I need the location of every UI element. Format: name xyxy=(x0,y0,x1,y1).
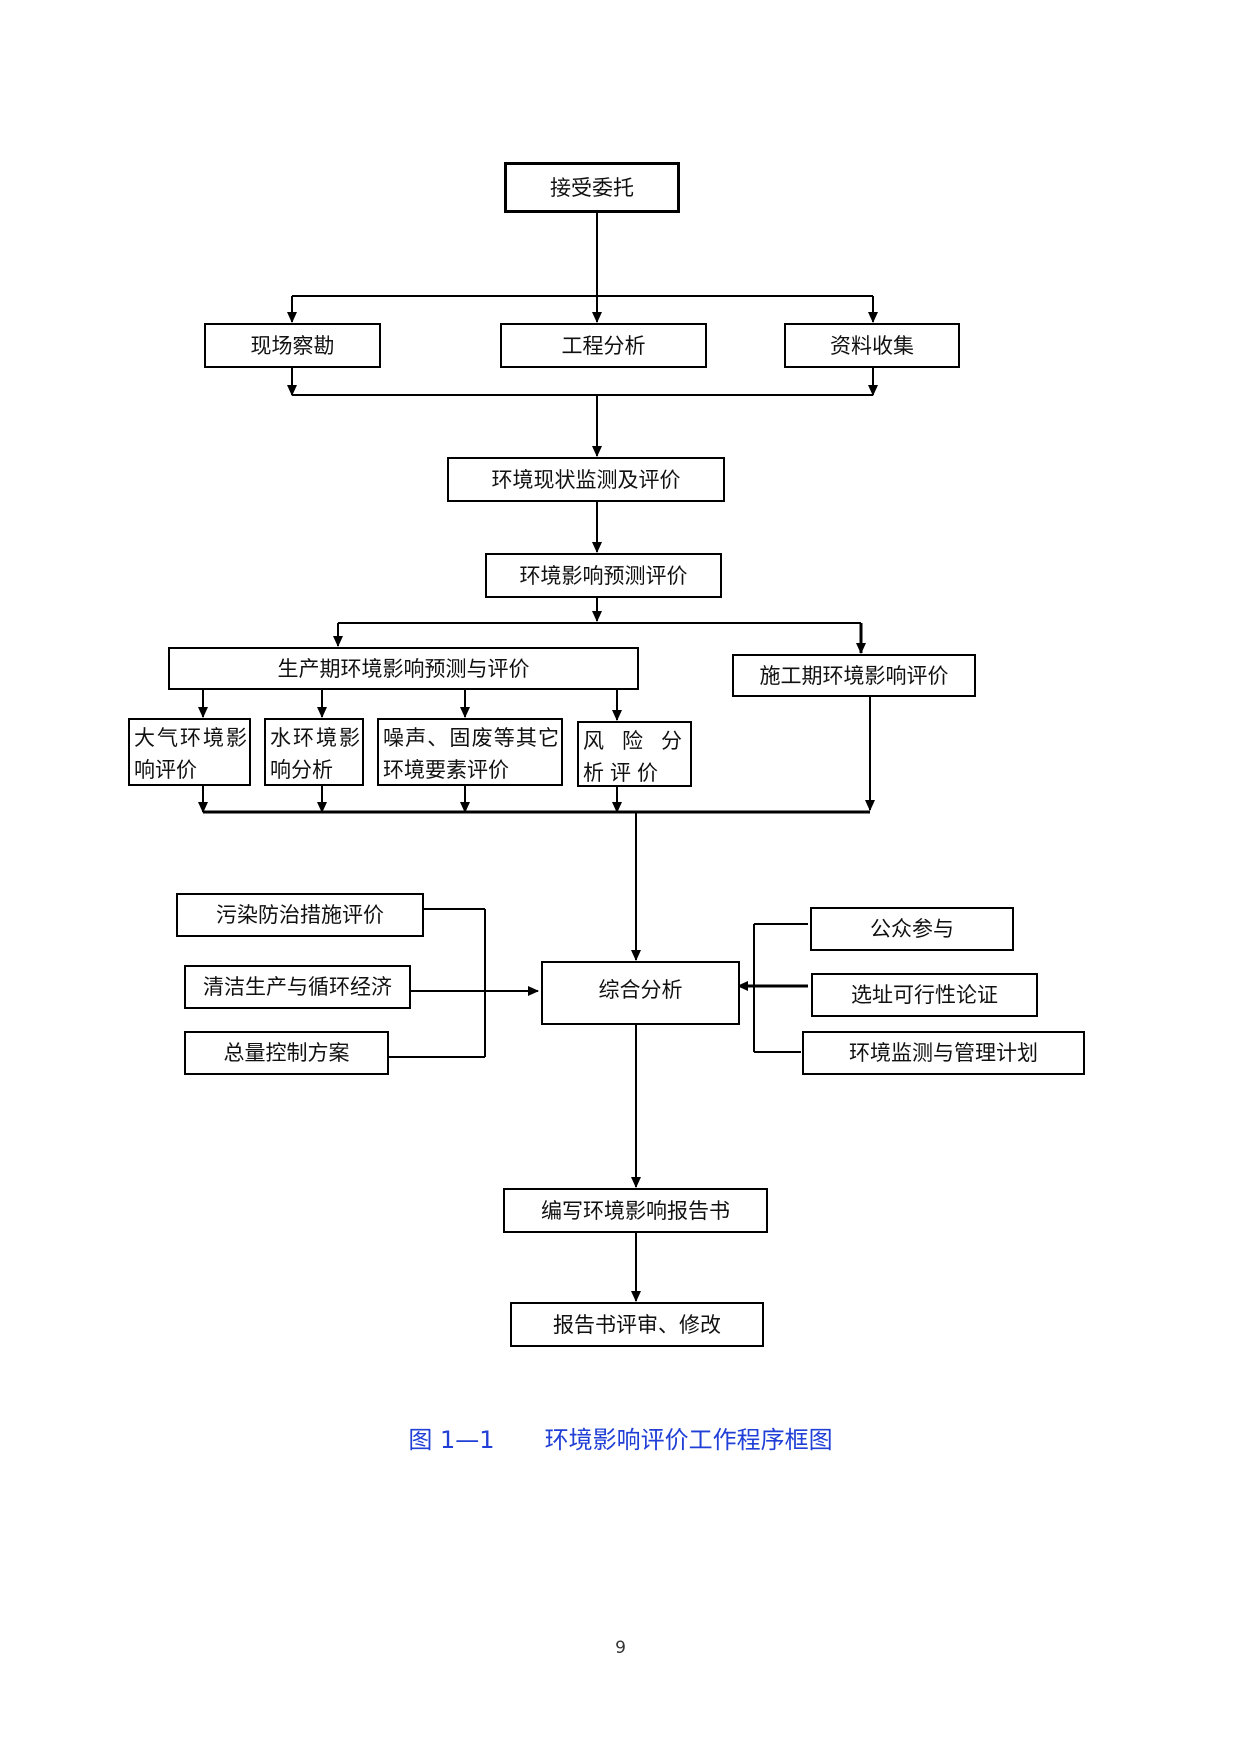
clean-production-box: 清洁生产与循环经济 xyxy=(184,965,411,1009)
page-number: 9 xyxy=(615,1638,626,1658)
risk-analysis-box: 风险分析评价 xyxy=(577,721,692,787)
engineering-analysis-box: 工程分析 xyxy=(500,323,707,368)
baseline-monitoring-box: 环境现状监测及评价 xyxy=(447,457,725,502)
construction-phase-box: 施工期环境影响评价 xyxy=(732,654,976,697)
review-box: 报告书评审、修改 xyxy=(510,1302,764,1347)
site-survey-box: 现场察勘 xyxy=(204,323,381,368)
write-report-box: 编写环境影响报告书 xyxy=(503,1188,768,1233)
impact-prediction-box: 环境影响预测评价 xyxy=(485,553,722,598)
site-feasibility-box: 选址可行性论证 xyxy=(811,973,1038,1017)
data-collection-box: 资料收集 xyxy=(784,323,960,368)
noise-waste-box: 噪声、固废等其它环境要素评价 xyxy=(377,718,563,786)
figure-title: 环境影响评价工作程序框图 xyxy=(544,1426,833,1454)
figure-caption: 图 1—1 环境影响评价工作程序框图 xyxy=(0,1420,1241,1455)
water-impact-box: 水环境影响分析 xyxy=(264,718,364,786)
figure-number: 图 1—1 xyxy=(408,1426,495,1454)
production-phase-box: 生产期环境影响预测与评价 xyxy=(168,647,639,690)
total-control-box: 总量控制方案 xyxy=(184,1031,389,1075)
start-box: 接受委托 xyxy=(504,162,680,213)
air-impact-box: 大气环境影响评价 xyxy=(128,718,251,786)
public-participation-box: 公众参与 xyxy=(810,907,1014,951)
monitoring-plan-box: 环境监测与管理计划 xyxy=(802,1031,1085,1075)
synthesis-box: 综合分析 xyxy=(541,961,740,1025)
pollution-control-box: 污染防治措施评价 xyxy=(176,893,424,937)
